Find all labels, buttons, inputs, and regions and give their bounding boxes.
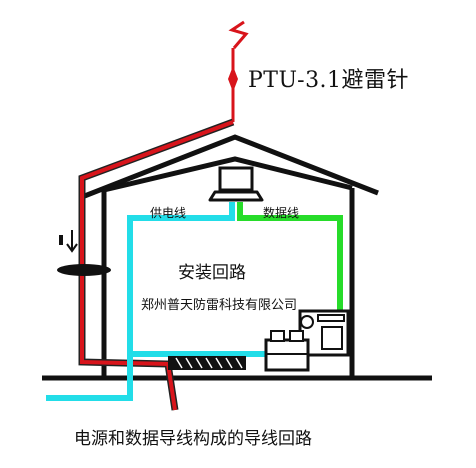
data-line-loop <box>237 202 343 322</box>
diagram-caption: 电源和数据导线构成的导线回路 <box>74 429 312 449</box>
house-inner-roof <box>103 156 353 193</box>
data-line-label: 数据线 <box>263 206 300 220</box>
equipment-icon <box>264 309 350 372</box>
power-line-label: 供电线 <box>150 206 187 220</box>
company-label: 郑州普天防雷科技有限公司 <box>141 298 298 313</box>
install-loop-label: 安装回路 <box>178 263 246 283</box>
lightning-rod-label: PTU-3.1避雷针 <box>248 68 410 93</box>
surge-protector-icon <box>168 356 246 370</box>
lightning-rod-tip-icon <box>228 66 238 92</box>
lightning-bolt-icon <box>228 20 249 49</box>
power-line-loop <box>46 202 235 401</box>
laptop-icon <box>208 166 264 202</box>
ground-ring <box>57 264 111 276</box>
arrow-down-icon <box>59 230 78 253</box>
down-conductor <box>78 118 235 411</box>
house-roof <box>81 134 379 200</box>
